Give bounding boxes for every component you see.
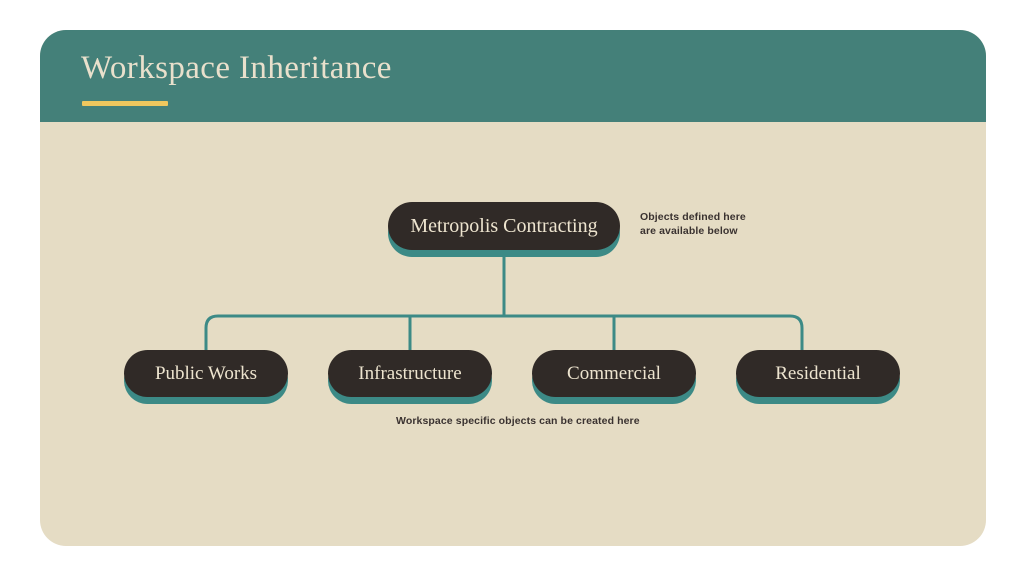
annotation-root-line-2: are available below — [640, 225, 738, 238]
node-label: Public Works — [154, 363, 258, 384]
annotation-bottom-caption: Workspace specific objects can be create… — [396, 415, 640, 427]
page-title: Workspace Inheritance — [81, 50, 392, 86]
connector-lines — [204, 250, 804, 350]
diagram-canvas: Metropolis Contracting Objects defined h… — [40, 122, 986, 546]
node-infrastructure[interactable]: Infrastructure — [328, 350, 492, 404]
annotation-root: Objects defined here are available below — [640, 210, 746, 238]
node-body: Commercial — [532, 350, 696, 397]
node-label: Residential — [775, 363, 861, 384]
node-metropolis-contracting[interactable]: Metropolis Contracting — [388, 202, 620, 257]
node-body: Infrastructure — [328, 350, 492, 397]
node-body: Residential — [736, 350, 900, 397]
title-accent-underline — [82, 101, 168, 106]
node-label: Metropolis Contracting — [410, 215, 598, 237]
node-commercial[interactable]: Commercial — [532, 350, 696, 404]
node-label: Infrastructure — [358, 363, 462, 384]
slide-card: Workspace Inheritance Metropolis Contrac… — [40, 30, 986, 546]
node-label: Commercial — [567, 363, 661, 384]
node-residential[interactable]: Residential — [736, 350, 900, 404]
annotation-root-line-1: Objects defined here — [640, 211, 746, 223]
slide-header: Workspace Inheritance — [40, 30, 986, 122]
node-public-works[interactable]: Public Works — [124, 350, 288, 404]
node-body: Public Works — [124, 350, 288, 397]
node-body: Metropolis Contracting — [388, 202, 620, 250]
connector-horizontal-bus — [204, 314, 804, 350]
